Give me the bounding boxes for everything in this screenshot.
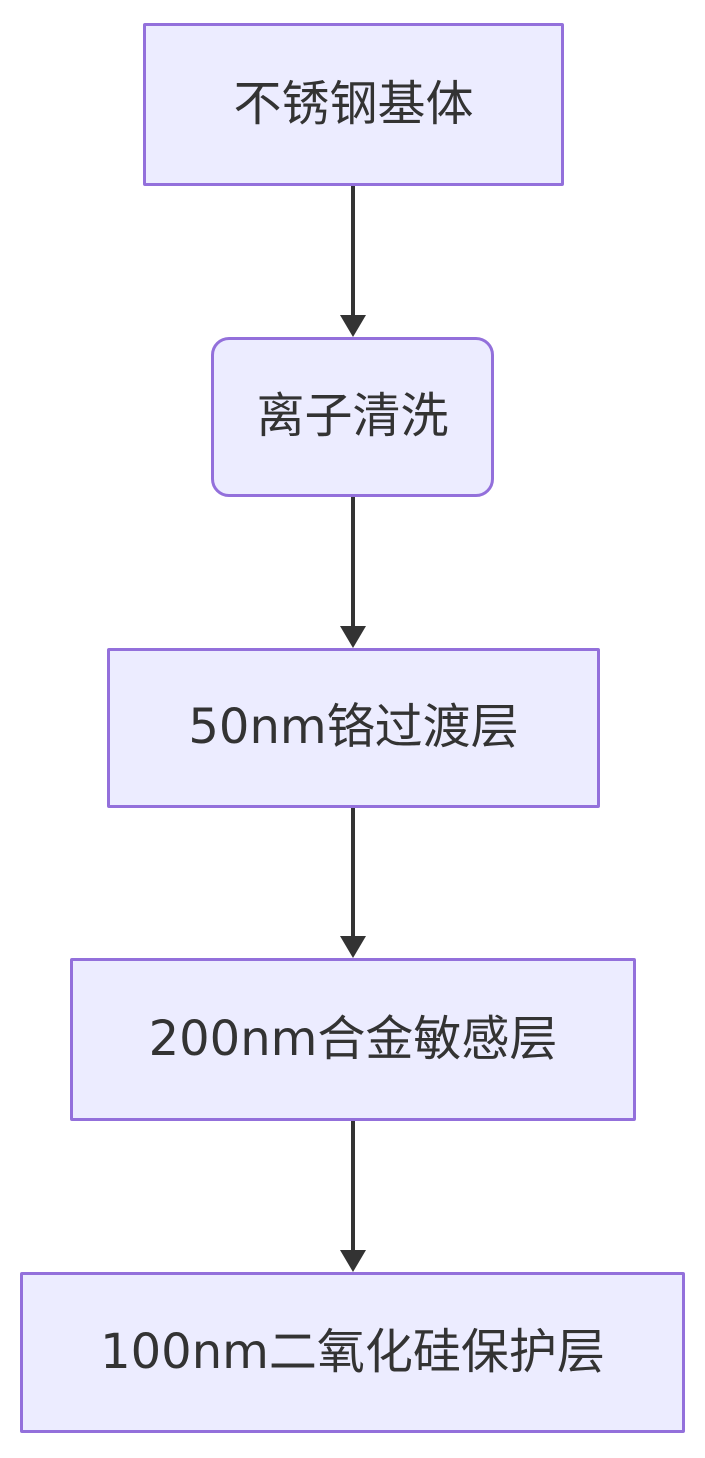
flow-arrow-1 bbox=[339, 186, 367, 337]
arrowhead-icon bbox=[340, 315, 366, 337]
arrowhead-icon bbox=[340, 626, 366, 648]
arrow-line bbox=[351, 497, 355, 632]
node-chrome-transition-layer: 50nm铬过渡层 bbox=[107, 648, 600, 808]
arrow-line bbox=[351, 808, 355, 942]
node-alloy-sensing-layer: 200nm合金敏感层 bbox=[70, 958, 636, 1121]
node-substrate-label: 不锈钢基体 bbox=[233, 75, 474, 132]
arrowhead-icon bbox=[340, 936, 366, 958]
arrow-line bbox=[351, 1121, 355, 1256]
flow-arrow-4 bbox=[339, 1121, 367, 1272]
arrow-line bbox=[351, 186, 355, 321]
node-ion-cleaning-label: 离子清洗 bbox=[256, 388, 449, 445]
node-ion-cleaning: 离子清洗 bbox=[211, 337, 494, 497]
node-alloy-sensing-layer-label: 200nm合金敏感层 bbox=[148, 1010, 558, 1067]
flow-arrow-3 bbox=[339, 808, 367, 958]
node-silica-protective-layer: 100nm二氧化硅保护层 bbox=[20, 1272, 685, 1433]
flow-arrow-2 bbox=[339, 497, 367, 648]
node-chrome-transition-layer-label: 50nm铬过渡层 bbox=[188, 699, 519, 756]
node-silica-protective-layer-label: 100nm二氧化硅保护层 bbox=[100, 1323, 605, 1380]
node-substrate: 不锈钢基体 bbox=[143, 23, 564, 186]
arrowhead-icon bbox=[340, 1250, 366, 1272]
